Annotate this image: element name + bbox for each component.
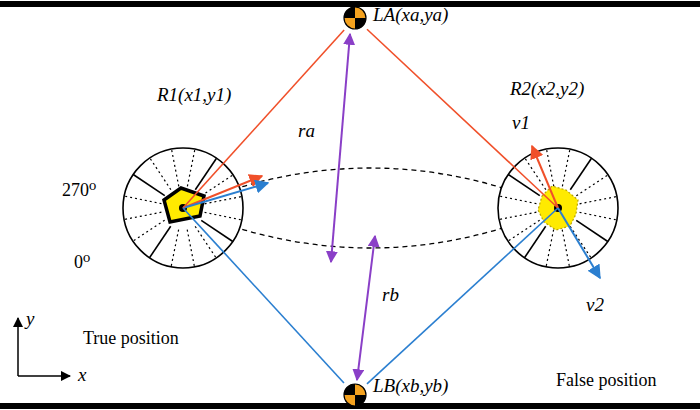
sensor-spoke [133,174,165,195]
landmark-icon [344,7,366,29]
sensor-spoke [150,158,171,190]
top-wall [0,1,700,7]
velocity-arrow [558,208,600,278]
landmark: LB(xb,yb) [343,383,367,407]
inner-ray [183,208,224,252]
sensor-spoke [201,220,233,241]
position-label: R2(x2,y2) [510,78,584,100]
sensor-spoke [171,230,179,267]
axis-y [17,318,19,376]
sensor-spoke [546,230,554,267]
sensor-spoke [508,174,540,195]
sensor-spoke [576,220,608,241]
sensor-spoke [124,196,161,204]
sensor-spoke [187,149,195,186]
velocity-label: v1 [512,112,530,134]
sensor-spoke [124,212,161,219]
sensor-spoke [580,197,617,204]
axis-x [18,375,70,377]
position-label: LB(xb,yb) [373,375,448,397]
caption-label: True position [83,328,179,349]
inner-ray [514,167,558,208]
robot-disc [498,148,618,268]
velocity-arrow [183,183,268,208]
range-arrow [357,236,375,380]
scan-polygon [164,188,204,222]
bearing-line [367,249,514,384]
sensor-spoke [133,220,165,241]
bearing-line [367,29,514,167]
sensor-spoke [149,226,170,258]
caption-label: False position [556,370,657,391]
velocity-label: v2 [586,294,604,316]
inner-ray [514,208,558,249]
bearing-line [224,252,344,383]
axis-label: y [26,308,34,330]
position-label: R1(x1,y1) [157,84,231,106]
velocity-arrow [183,176,262,208]
range-label: rb [382,284,399,306]
landmark: LA(xa,ya) [343,6,367,30]
sensor-spoke [576,175,608,196]
bearing-line [223,30,344,164]
sensor-spoke [524,226,545,258]
sensor-spoke [195,226,216,258]
sensor-spoke [187,230,194,267]
angle-label: 0⁰ [74,252,90,273]
robot: R2(x2,y2)False position [496,146,620,270]
range-arrow [331,34,350,262]
sensor-spoke [570,158,591,190]
sensor-spoke [508,220,540,241]
landmark-icon [344,384,366,406]
axis-label: x [78,364,86,386]
sensor-spoke [499,196,536,204]
sensor-spoke [172,149,179,186]
position-label: LA(xa,ya) [373,4,448,26]
range-label: ra [298,120,315,142]
robot: R1(x1,y1)True position [121,146,245,270]
velocity-arrow [532,146,558,208]
sensor-spoke [201,175,233,196]
sensor-spoke [570,226,591,258]
sensor-spoke [205,212,242,220]
robot-disc [123,148,243,268]
sensor-spoke [580,212,617,220]
sensor-spoke [499,212,536,219]
inner-ray [183,164,223,208]
sensor-spoke [562,230,569,267]
sensor-spoke [562,149,570,186]
angle-label: 270⁰ [62,180,96,201]
